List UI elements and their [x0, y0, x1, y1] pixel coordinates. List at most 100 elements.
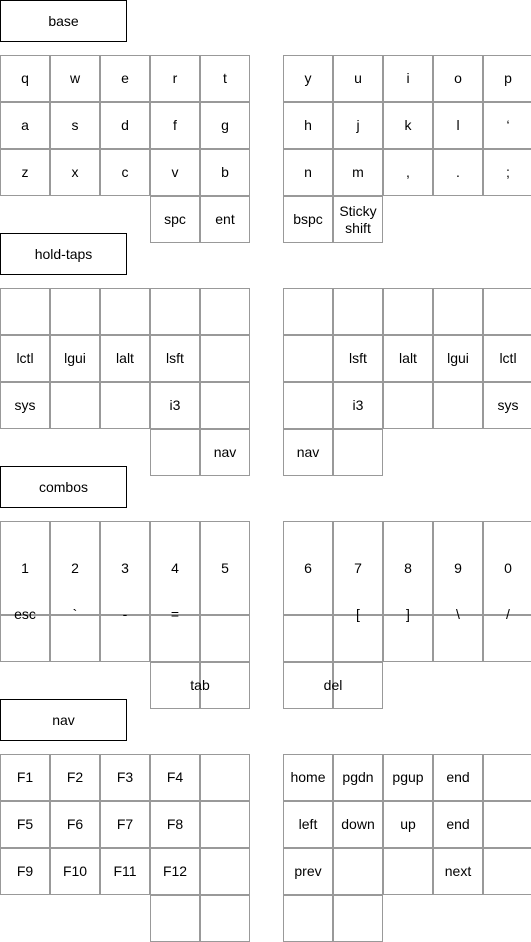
key-right-r0-c0: [283, 521, 333, 615]
thumb-left-0: spc: [150, 196, 200, 243]
key-right-r1-c2: lalt: [383, 335, 433, 382]
key-left-r2-c3: v: [150, 149, 200, 196]
key-right-r2-c1: [333, 848, 383, 895]
key-left-r0-c4: [200, 288, 250, 335]
combo-left-sym-0: esc: [14, 606, 36, 622]
key-left-r2-c0: [0, 615, 50, 662]
layer-title-combos: combos: [0, 466, 127, 508]
key-right-r2-c0: prev: [283, 848, 333, 895]
key-left-r1-c1: lgui: [50, 335, 100, 382]
thumb-right-1: Sticky shift: [333, 196, 383, 243]
key-right-r2-c1: i3: [333, 382, 383, 429]
key-right-r1-c1: lsft: [333, 335, 383, 382]
key-right-r2-c3: next: [433, 848, 483, 895]
key-left-r0-c2: [100, 521, 150, 615]
thumb-right-0: nav: [283, 429, 333, 476]
thumb-right-1: [333, 429, 383, 476]
key-right-r2-c3: [433, 382, 483, 429]
key-left-r0-c3: r: [150, 55, 200, 102]
layer-title-base: base: [0, 0, 127, 42]
key-right-r2-c2: ,: [383, 149, 433, 196]
combo-left-num-3: 4: [171, 560, 179, 576]
key-left-r2-c2: F11: [100, 848, 150, 895]
key-left-r0-c4: [200, 754, 250, 801]
key-right-r0-c2: [383, 288, 433, 335]
key-right-r0-c4: p: [483, 55, 531, 102]
key-left-r2-c3: i3: [150, 382, 200, 429]
key-left-r2-c4: [200, 615, 250, 662]
key-right-r2-c1: [333, 615, 383, 662]
key-left-r0-c3: [150, 521, 200, 615]
layer-title-nav: nav: [0, 699, 127, 741]
key-left-r2-c4: [200, 382, 250, 429]
key-left-r1-c1: s: [50, 102, 100, 149]
key-right-r0-c2: i: [383, 55, 433, 102]
combo-right-num-2: 8: [404, 560, 412, 576]
key-left-r0-c2: e: [100, 55, 150, 102]
key-right-r1-c3: end: [433, 801, 483, 848]
key-left-r2-c1: F10: [50, 848, 100, 895]
key-right-r2-c2: [383, 848, 433, 895]
combo-left-num-0: 1: [21, 560, 29, 576]
key-left-r0-c4: [200, 521, 250, 615]
combo-left-sym-2: -: [122, 606, 128, 622]
key-left-r0-c1: [50, 521, 100, 615]
key-left-r2-c1: [50, 615, 100, 662]
thumb-right-0: bspc: [283, 196, 333, 243]
thumb-left-1: ent: [200, 196, 250, 243]
key-right-r2-c3: .: [433, 149, 483, 196]
key-left-r0-c2: [100, 288, 150, 335]
key-left-r0-c1: F2: [50, 754, 100, 801]
key-right-r1-c4: [483, 801, 531, 848]
thumb-left-1: [200, 662, 250, 709]
key-right-r0-c1: [333, 288, 383, 335]
key-left-r2-c0: z: [0, 149, 50, 196]
key-right-r1-c2: k: [383, 102, 433, 149]
combo-right-num-4: 0: [504, 560, 512, 576]
key-left-r0-c1: [50, 288, 100, 335]
key-right-r2-c1: m: [333, 149, 383, 196]
key-left-r2-c4: [200, 848, 250, 895]
key-right-r0-c1: u: [333, 55, 383, 102]
thumb-right-0: [283, 895, 333, 942]
combo-thumb-right: del: [323, 677, 343, 693]
thumb-left-1: [200, 895, 250, 942]
key-right-r1-c0: left: [283, 801, 333, 848]
key-right-r0-c3: [433, 521, 483, 615]
key-left-r2-c3: [150, 615, 200, 662]
key-right-r0-c3: [433, 288, 483, 335]
key-left-r1-c0: lctl: [0, 335, 50, 382]
key-right-r1-c1: down: [333, 801, 383, 848]
key-right-r1-c0: h: [283, 102, 333, 149]
key-right-r1-c4: ‘: [483, 102, 531, 149]
key-right-r1-c2: up: [383, 801, 433, 848]
key-right-r2-c0: n: [283, 149, 333, 196]
key-right-r2-c4: [483, 848, 531, 895]
key-left-r0-c1: w: [50, 55, 100, 102]
key-right-r0-c2: [383, 521, 433, 615]
key-left-r1-c1: F6: [50, 801, 100, 848]
key-left-r0-c0: F1: [0, 754, 50, 801]
combo-left-sym-3: =: [170, 606, 180, 622]
key-left-r0-c3: F4: [150, 754, 200, 801]
combo-right-sym-1: [: [356, 606, 360, 622]
key-left-r0-c4: t: [200, 55, 250, 102]
key-left-r1-c0: F5: [0, 801, 50, 848]
key-right-r0-c1: [333, 521, 383, 615]
key-right-r1-c1: j: [333, 102, 383, 149]
key-left-r1-c2: lalt: [100, 335, 150, 382]
key-left-r2-c2: [100, 615, 150, 662]
key-right-r0-c0: home: [283, 754, 333, 801]
key-right-r0-c3: o: [433, 55, 483, 102]
combo-right-sym-3: \: [456, 606, 460, 622]
combo-left-num-1: 2: [71, 560, 79, 576]
key-left-r0-c0: [0, 288, 50, 335]
key-left-r0-c3: [150, 288, 200, 335]
key-left-r0-c0: q: [0, 55, 50, 102]
key-left-r1-c2: d: [100, 102, 150, 149]
key-left-r2-c4: b: [200, 149, 250, 196]
key-right-r1-c3: lgui: [433, 335, 483, 382]
key-right-r0-c2: pgup: [383, 754, 433, 801]
key-right-r2-c4: [483, 615, 531, 662]
